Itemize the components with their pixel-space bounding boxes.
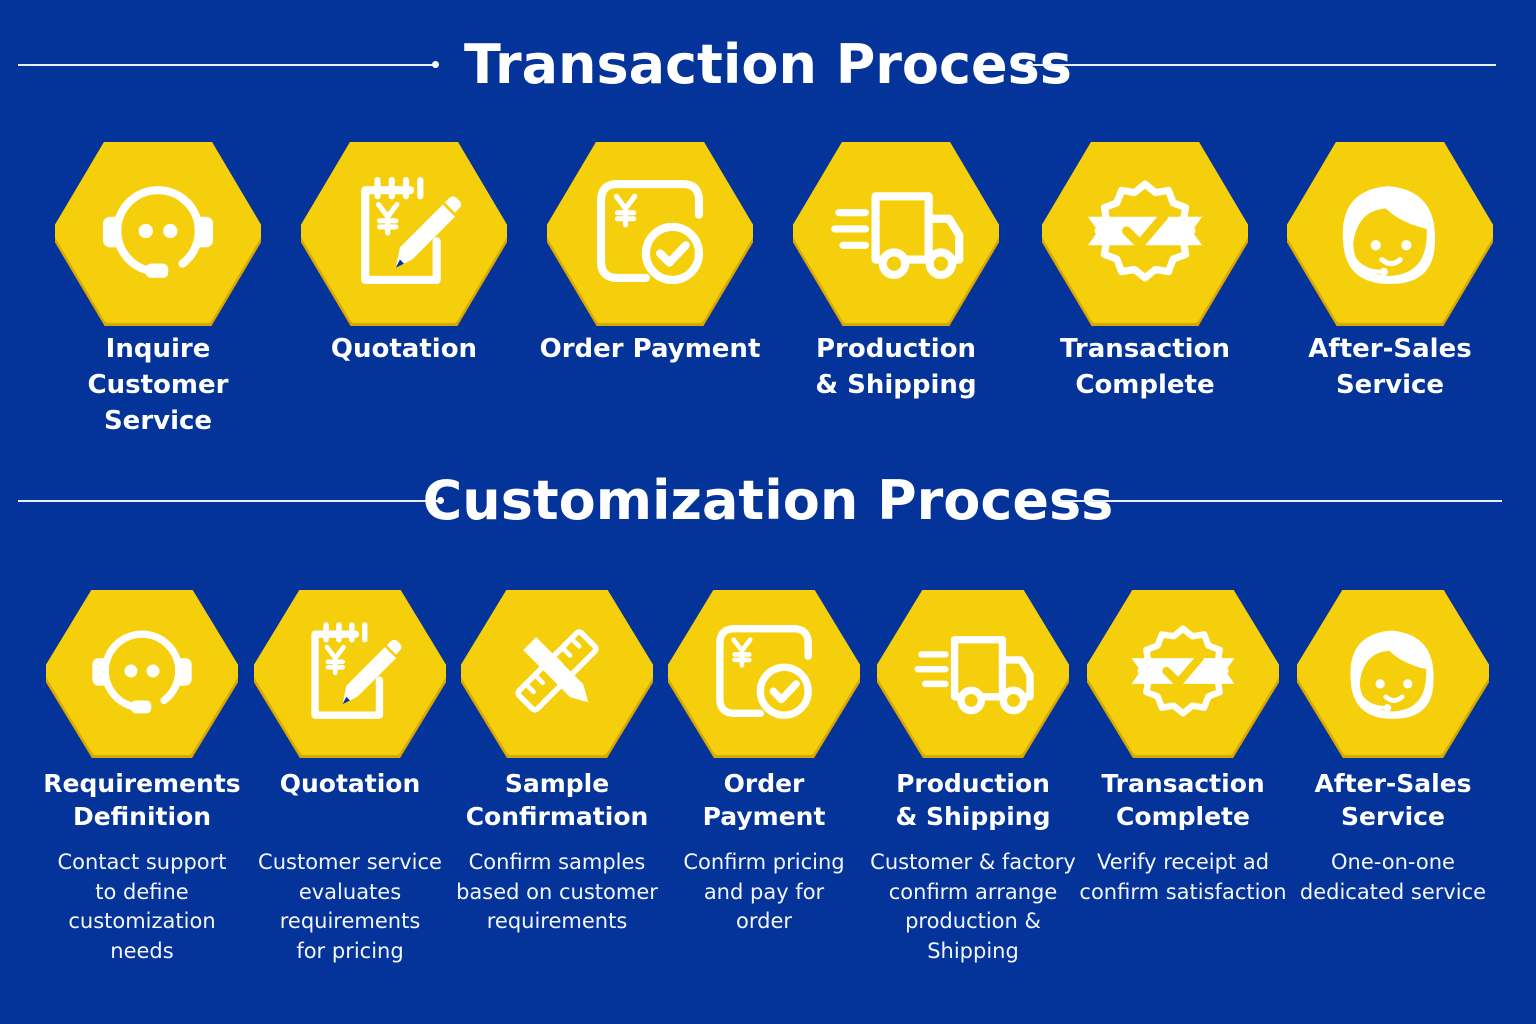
step-hexagon xyxy=(461,590,653,758)
step-hexagon xyxy=(55,142,261,326)
step-description: Customer service evaluates requirements … xyxy=(258,850,442,963)
step-label: Production & Shipping xyxy=(895,769,1051,831)
header-line-left xyxy=(18,500,442,502)
badge-check-icon xyxy=(1087,180,1203,282)
quotation-pad-icon xyxy=(361,176,462,285)
support-agent-icon xyxy=(1342,186,1435,285)
step-hexagon xyxy=(547,142,753,326)
customization-title: Customization Process xyxy=(422,469,1114,532)
step-label: Requirements Definition xyxy=(43,769,241,831)
step-description: Confirm samples based on customer requir… xyxy=(456,850,658,933)
step-label: Transaction Complete xyxy=(1060,334,1230,400)
delivery-truck-icon xyxy=(914,636,1034,715)
step-label: After-Sales Service xyxy=(1308,334,1472,400)
step-hexagon xyxy=(301,142,507,326)
step-label: Transaction Complete xyxy=(1101,769,1265,831)
header-dot-left xyxy=(432,61,439,68)
headset-icon xyxy=(102,186,214,278)
transaction-title: Transaction Process xyxy=(464,33,1072,96)
header-dot-left xyxy=(437,497,444,504)
headset-icon xyxy=(92,630,192,714)
step-description: Confirm pricing and pay for order xyxy=(683,850,845,933)
step-hexagon xyxy=(1297,590,1489,758)
payment-check-icon xyxy=(716,624,812,719)
step-description: Verify receipt ad confirm satisfaction xyxy=(1079,850,1287,904)
step-label: Production & Shipping xyxy=(815,334,977,400)
step-label: Inquire Customer Service xyxy=(87,334,229,436)
header-dot-right xyxy=(1026,61,1033,68)
header-line-left xyxy=(18,64,436,66)
step-hexagon xyxy=(877,590,1069,758)
transaction-header: Transaction Process xyxy=(0,30,1536,100)
step-label: Sample Confirmation xyxy=(465,769,649,831)
step-label: Quotation xyxy=(330,334,478,364)
step-label: Order Payment xyxy=(702,769,826,831)
step-hexagon xyxy=(1042,142,1248,326)
header-line-right xyxy=(1058,500,1502,502)
header-dot-right xyxy=(1054,497,1061,504)
step-description: One-on-one dedicated service xyxy=(1299,850,1487,904)
payment-check-icon xyxy=(596,179,704,285)
support-agent-icon xyxy=(1350,630,1434,719)
step-hexagon xyxy=(668,590,860,758)
quotation-pad-icon xyxy=(311,622,402,719)
step-hexagon xyxy=(254,590,446,758)
step-label: Order Payment xyxy=(539,334,761,364)
step-hexagon xyxy=(793,142,999,326)
step-hexagon xyxy=(46,590,238,758)
step-description: Contact support to define customization … xyxy=(57,850,227,963)
badge-check-icon xyxy=(1131,625,1235,717)
step-description: Customer & factory confirm arrange produ… xyxy=(870,850,1076,963)
step-hexagon xyxy=(1287,142,1493,326)
ruler-pencil-icon xyxy=(515,629,599,713)
delivery-truck-icon xyxy=(831,192,964,279)
step-label: Quotation xyxy=(279,769,421,798)
step-label: After-Sales Service xyxy=(1314,769,1472,831)
customization-header: Customization Process xyxy=(0,466,1536,536)
header-line-right xyxy=(1030,64,1496,66)
step-hexagon xyxy=(1087,590,1279,758)
